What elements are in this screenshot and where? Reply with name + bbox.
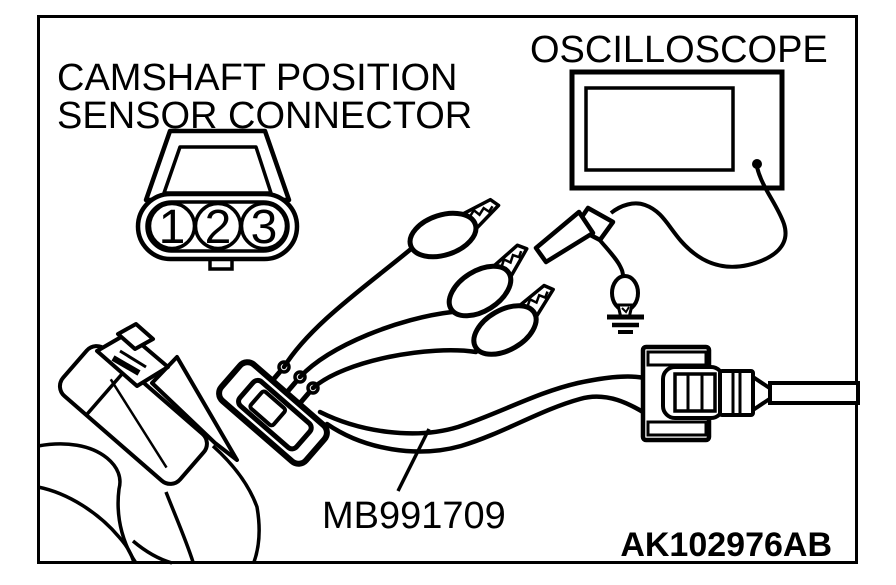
ground-symbol (607, 314, 644, 334)
harness-wire-upper (317, 374, 647, 436)
oscilloscope-probe (533, 205, 616, 265)
camshaft-position-sensor (57, 322, 239, 486)
harness-wire-lower (324, 394, 646, 454)
sensor-snout-edge-left (164, 491, 195, 563)
sensor-mounting-tab (95, 322, 170, 388)
pin-3-circle (239, 201, 289, 251)
oscilloscope-box (569, 69, 785, 191)
figure-id-label: AK102976AB (620, 526, 832, 564)
figure-border (37, 15, 858, 564)
alligator-clip-1 (407, 197, 501, 260)
part-number-leader-line (396, 428, 431, 492)
pin-3-number: 3 (251, 201, 278, 254)
probe-cable (609, 166, 788, 269)
wire-to-clip-2 (297, 309, 455, 380)
ground-lead (596, 236, 625, 278)
ground-clip (610, 274, 640, 320)
adapter-connector-mb991709 (216, 359, 330, 467)
engine-block (37, 442, 261, 565)
oscilloscope-screen (584, 86, 735, 172)
connector-latch-window (248, 389, 288, 428)
pin-1-number: 1 (159, 201, 186, 254)
sensor-connector-pinout: 1 2 3 (135, 128, 300, 271)
alligator-clips (407, 197, 555, 357)
pin-2-number: 2 (205, 201, 232, 254)
alligator-clip-3 (471, 283, 555, 357)
adapter-wires (281, 246, 647, 454)
probe-jack-dot (752, 159, 762, 169)
wire-to-clip-3 (310, 348, 479, 391)
camshaft-label-line1: CAMSHAFT POSITION (57, 57, 457, 99)
alligator-clip-2 (446, 243, 529, 319)
harness-connector (640, 344, 860, 443)
part-number-label: MB991709 (322, 495, 506, 537)
harness-cable (768, 381, 860, 405)
sensor-snout-edge-right (211, 444, 261, 563)
mounting-bolt (116, 322, 155, 351)
wire-to-clip-1 (281, 246, 414, 370)
probe-cone (533, 209, 596, 265)
oscilloscope-label: OSCILLOSCOPE (530, 29, 828, 71)
